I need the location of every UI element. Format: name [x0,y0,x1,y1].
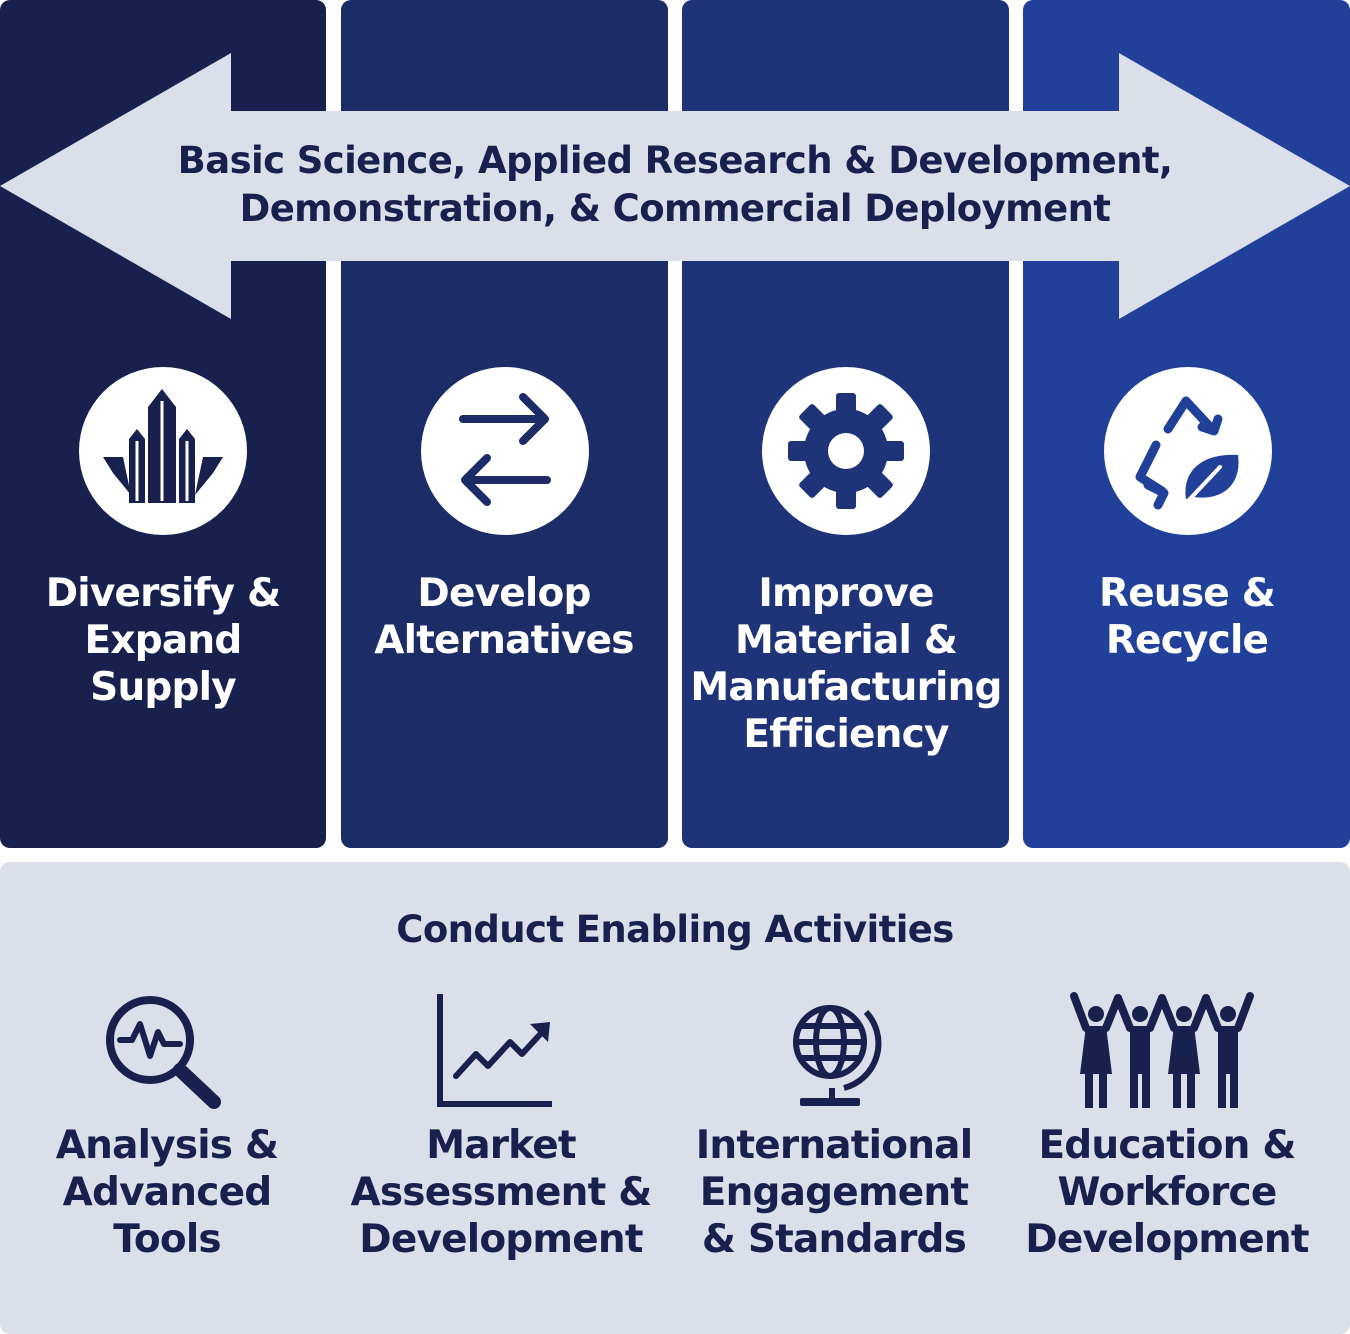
activity-label-line: Workforce [1057,1170,1278,1215]
activity-label-line: International [695,1123,973,1168]
pillar-label-line: Supply [90,665,236,710]
globe-icon [793,1005,882,1106]
activity-label-line: Analysis & [55,1123,279,1168]
arrow-caption: Basic Science, Applied Research & Develo… [150,137,1200,233]
activity-label-analysis: Analysis & Advanced Tools [0,1122,337,1263]
double-arrow [0,53,1350,319]
pillar-label-line: Material & [734,618,958,663]
pillar-label-line: Recycle [1105,618,1269,663]
activity-label-line: Assessment & [350,1170,653,1215]
pillar-label-line: Manufacturing [690,665,1002,710]
pillar-label-line: Alternatives [374,618,634,663]
activity-label-market: Market Assessment & Development [331,1122,671,1263]
line-chart-icon [437,994,552,1107]
activity-label-line: Engagement [699,1170,969,1215]
recycle-leaf-icon [1104,367,1272,535]
double-arrow-shape [0,53,1350,319]
crystal-icon [79,367,247,535]
activity-label-line: Education & [1038,1123,1296,1168]
magnifier-pulse-icon [106,996,221,1109]
activity-label-international: International Engagement & Standards [664,1122,1004,1263]
activity-label-line: Advanced [62,1170,273,1215]
activity-label-line: & Standards [701,1217,967,1262]
enabling-activities-title: Conduct Enabling Activities [396,908,954,951]
pillar-label-line: Improve [758,571,934,616]
gear-icon [762,367,930,535]
pillar-label-develop: Develop Alternatives [344,570,664,664]
arrow-caption-line-1: Basic Science, Applied Research & Develo… [177,139,1173,182]
activity-label-line: Tools [113,1217,221,1262]
pillar-label-diversify: Diversify & Expand Supply [3,570,323,711]
swap-arrows-icon [421,367,589,535]
enabling-activities-panel [0,862,1350,1334]
pillar-label-improve: Improve Material & Manufacturing Efficie… [686,570,1006,758]
people-icon [1070,992,1254,1108]
pillar-label-line: Diversify & [45,571,281,616]
pillar-label-line: Efficiency [743,712,949,757]
activity-label-line: Development [359,1217,643,1262]
activity-label-line: Development [1025,1217,1309,1262]
pillar-label-line: Reuse & [1099,571,1276,616]
pillar-label-line: Expand [84,618,243,663]
pillar-label-reuse: Reuse & Recycle [1027,570,1347,664]
pillar-label-line: Develop [417,571,591,616]
activity-label-line: Market [426,1123,576,1168]
arrow-caption-line-2: Demonstration, & Commercial Deployment [239,187,1111,230]
activity-label-education: Education & Workforce Development [997,1122,1337,1263]
